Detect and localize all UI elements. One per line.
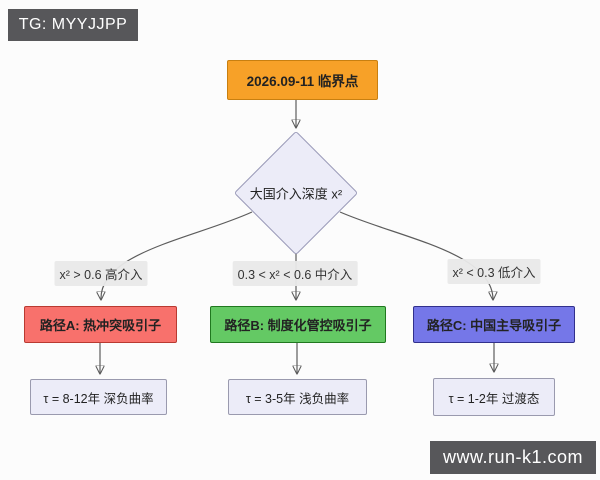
decision-label: 大国介入深度 x²: [249, 186, 343, 202]
edge-label-low-intervention: x² < 0.3 低介入: [447, 259, 541, 284]
edge-decision-to-path-c: [339, 211, 493, 299]
edge-label-high-intervention: x² > 0.6 高介入: [54, 261, 148, 286]
outcome-node-0: τ = 8-12年 深负曲率: [30, 379, 167, 415]
edge-label-mid-intervention: 0.3 < x² < 0.6 中介入: [232, 261, 358, 286]
outcome-node-1: τ = 3-5年 浅负曲率: [228, 379, 367, 415]
root-node: 2026.09-11 临界点: [227, 60, 378, 100]
path-node-0: 路径A: 热冲突吸引子: [24, 306, 177, 343]
tg-watermark-badge: TG: MYYJJPP: [8, 9, 138, 41]
outcome-node-2: τ = 1-2年 过渡态: [433, 378, 555, 416]
site-watermark-badge: www.run-k1.com: [430, 441, 596, 474]
path-node-1: 路径B: 制度化管控吸引子: [210, 306, 386, 343]
path-node-2: 路径C: 中国主导吸引子: [413, 306, 575, 343]
